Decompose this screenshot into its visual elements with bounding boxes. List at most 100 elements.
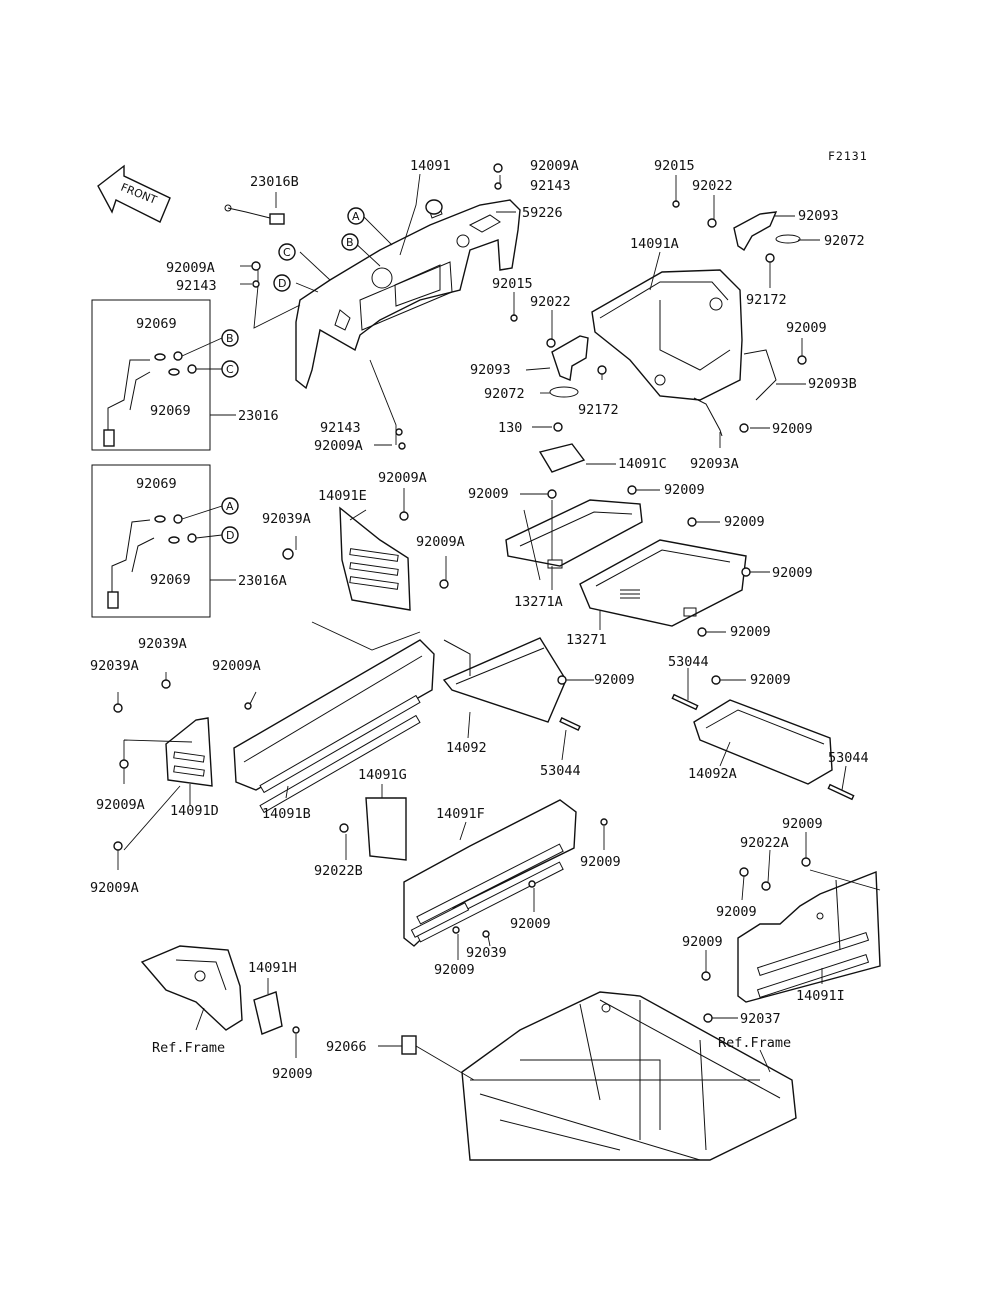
part-label: 92172 bbox=[746, 292, 787, 308]
callout-C-top: C bbox=[278, 243, 296, 261]
panel-14091I bbox=[701, 857, 881, 1003]
part-label: 14091B bbox=[262, 806, 311, 822]
part-label: 14091C bbox=[618, 456, 667, 472]
part-label: 92039A bbox=[90, 658, 139, 674]
part-label: 23016B bbox=[250, 174, 299, 190]
plate-13271 bbox=[579, 539, 747, 627]
panel-14092 bbox=[442, 637, 581, 731]
callout-A-box bbox=[221, 497, 239, 515]
part-label: 92015 bbox=[654, 158, 695, 174]
part-label: 92093 bbox=[798, 208, 839, 224]
part-label: 92009 bbox=[434, 962, 475, 978]
part-label: 92037 bbox=[740, 1011, 781, 1027]
svg-text:C: C bbox=[226, 363, 234, 376]
part-label: 92009 bbox=[594, 672, 635, 688]
svg-text:B: B bbox=[346, 236, 354, 249]
part-label: 13271A bbox=[514, 594, 563, 610]
frame-section-left bbox=[140, 945, 300, 1035]
part-label: 14091A bbox=[630, 236, 679, 252]
part-label: 59226 bbox=[522, 205, 563, 221]
part-label: 92069 bbox=[150, 572, 191, 588]
screws-mid-right bbox=[547, 485, 751, 637]
drawing-code: F2131 bbox=[828, 149, 868, 163]
harness-box-23016: B C bbox=[91, 299, 239, 451]
panel-14091F bbox=[403, 799, 608, 947]
part-label: 92009 bbox=[750, 672, 791, 688]
panel-59226 bbox=[295, 199, 521, 390]
part-label: 23016A bbox=[238, 573, 287, 589]
svg-text:A: A bbox=[226, 500, 234, 513]
part-label: 92009 bbox=[468, 486, 509, 502]
part-label: 92066 bbox=[326, 1039, 367, 1055]
part-label: 92009 bbox=[772, 421, 813, 437]
part-label: 92009 bbox=[782, 816, 823, 832]
grommet-14091 bbox=[425, 199, 443, 215]
part-label: 92009 bbox=[682, 934, 723, 950]
harness-box-23016A: A D bbox=[91, 464, 239, 618]
part-label: 92009 bbox=[510, 916, 551, 932]
panel-14091B bbox=[233, 639, 435, 814]
part-label: 92009A bbox=[378, 470, 427, 486]
part-label: 23016 bbox=[238, 408, 279, 424]
part-label: 92069 bbox=[136, 476, 177, 492]
part-label: 92009A bbox=[212, 658, 261, 674]
panel-14091E bbox=[282, 506, 449, 611]
harness-23016B bbox=[224, 204, 285, 225]
part-label: 14091F bbox=[436, 806, 485, 822]
callout-D-box bbox=[221, 526, 239, 544]
part-label: 92009A bbox=[314, 438, 363, 454]
part-label: 92039A bbox=[262, 511, 311, 527]
callout-A-top: A bbox=[347, 207, 365, 225]
part-label: 14092 bbox=[446, 740, 487, 756]
part-label: 92143 bbox=[530, 178, 571, 194]
part-label: 92009A bbox=[90, 880, 139, 896]
screw-icon bbox=[251, 163, 503, 450]
bracket-92093B bbox=[693, 349, 807, 437]
part-label: 14091H bbox=[248, 960, 297, 976]
part-label: 130 bbox=[498, 420, 522, 436]
svg-text:C: C bbox=[283, 246, 291, 259]
callout-B-box bbox=[221, 329, 239, 347]
part-label: 92009 bbox=[580, 854, 621, 870]
part-labels: 23016B 14091 92009A 92143 59226 92015 92… bbox=[90, 158, 869, 1082]
plate-13271A bbox=[505, 499, 643, 569]
part-label: 14091D bbox=[170, 803, 219, 819]
tray-14091A bbox=[591, 269, 743, 401]
part-label: 92015 bbox=[492, 276, 533, 292]
part-label: 92143 bbox=[320, 420, 361, 436]
svg-text:D: D bbox=[278, 277, 286, 290]
part-label: 14092A bbox=[688, 766, 737, 782]
part-label: 92072 bbox=[484, 386, 525, 402]
part-label: 92039A bbox=[138, 636, 187, 652]
front-arrow-icon: FRONT bbox=[97, 164, 171, 223]
callout-C-box bbox=[221, 360, 239, 378]
callout-B-top: B bbox=[341, 233, 359, 251]
part-label: 92009A bbox=[530, 158, 579, 174]
part-label: 92009A bbox=[96, 797, 145, 813]
part-label: 92009 bbox=[724, 514, 765, 530]
part-label: 92069 bbox=[136, 316, 177, 332]
part-label: 92009A bbox=[416, 534, 465, 550]
part-label: 14091I bbox=[796, 988, 845, 1004]
part-label: 92009A bbox=[166, 260, 215, 276]
bracket-92093-mid bbox=[510, 314, 607, 398]
part-label: 92009 bbox=[664, 482, 705, 498]
part-label: 92039 bbox=[466, 945, 507, 961]
part-label: Ref.Frame bbox=[152, 1040, 225, 1056]
main-frame bbox=[401, 991, 797, 1161]
part-label: 92009 bbox=[272, 1066, 313, 1082]
panel-14091D bbox=[113, 679, 213, 851]
part-label: 14091G bbox=[358, 767, 407, 783]
part-label: 92093 bbox=[470, 362, 511, 378]
part-label: 92009 bbox=[772, 565, 813, 581]
svg-text:D: D bbox=[226, 529, 234, 542]
part-label: 92093B bbox=[808, 376, 857, 392]
svg-text:A: A bbox=[352, 210, 360, 223]
part-label: 92069 bbox=[150, 403, 191, 419]
part-label: 92093A bbox=[690, 456, 739, 472]
part-label: 53044 bbox=[828, 750, 869, 766]
part-label: 92022 bbox=[692, 178, 733, 194]
part-label: Ref.Frame bbox=[718, 1035, 791, 1051]
